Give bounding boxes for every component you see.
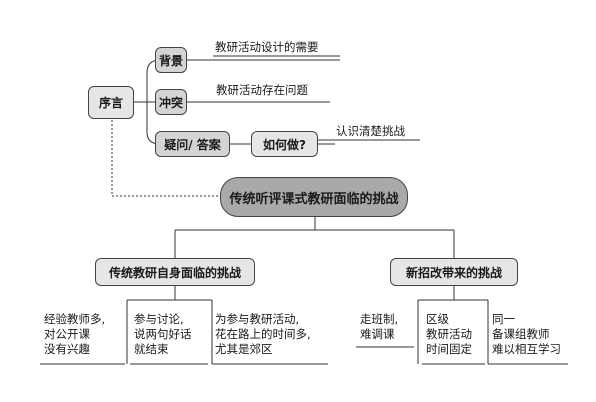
right-item-3-line: 备课组教师	[492, 327, 550, 341]
left-item-3-line: 花在路上的时间多,	[215, 327, 311, 341]
right-item-3-line: 难以相互学习	[492, 342, 561, 356]
right-item-2-line: 区级	[426, 312, 449, 326]
how-label: 如何做?	[263, 137, 306, 152]
main-challenge-label: 传统听评课式教研面临的挑战	[229, 191, 399, 207]
root-node: 序言	[88, 86, 134, 119]
left-item-1-line: 对公开课	[44, 327, 90, 341]
background-label: 背景	[158, 53, 183, 68]
left-item-1-line: 经验教师多,	[44, 312, 106, 326]
conflict-node: 冲突	[155, 89, 187, 115]
left-item-3: 为参与教研活动, 花在路上的时间多, 尤其是郊区	[215, 312, 311, 357]
left-item-2: 参与讨论, 说两句好话 就结束	[134, 312, 192, 357]
right-group-label: 新招改带来的挑战	[405, 265, 502, 280]
question-label: 疑问/ 答案	[164, 137, 221, 152]
left-group-node: 传统教研自身面临的挑战	[95, 258, 255, 286]
right-item-2-line: 教研活动	[426, 327, 472, 341]
right-item-1-line: 难调课	[360, 327, 395, 341]
background-note: 教研活动设计的需要	[215, 40, 319, 54]
right-item-3-line: 同一	[492, 312, 515, 326]
how-node: 如何做?	[251, 131, 318, 157]
right-group-node: 新招改带来的挑战	[390, 258, 518, 286]
left-item-2-line: 就结束	[134, 342, 169, 356]
left-item-2-line: 说两句好话	[134, 327, 192, 341]
left-item-2-line: 参与讨论,	[134, 312, 184, 326]
left-item-1-line: 没有兴趣	[44, 342, 90, 356]
left-item-3-line: 尤其是郊区	[215, 342, 273, 356]
dotted-link	[111, 120, 220, 197]
right-item-1-line: 走班制,	[360, 312, 399, 326]
right-item-1: 走班制, 难调课	[360, 312, 398, 342]
right-item-2-line: 时间固定	[426, 342, 472, 356]
root-label: 序言	[98, 96, 123, 110]
left-group-label: 传统教研自身面临的挑战	[108, 265, 241, 280]
right-item-2: 区级 教研活动 时间固定	[426, 312, 472, 357]
question-node: 疑问/ 答案	[155, 131, 230, 157]
background-node: 背景	[155, 47, 187, 73]
right-item-3: 同一 备课组教师 难以相互学习	[492, 312, 561, 357]
conflict-note: 教研活动存在问题	[216, 83, 308, 97]
main-challenge-node: 传统听评课式教研面临的挑战	[220, 177, 408, 217]
left-item-3-line: 为参与教研活动,	[215, 312, 300, 326]
conflict-label: 冲突	[158, 95, 183, 110]
question-note: 认识清楚挑战	[336, 124, 405, 138]
left-item-1: 经验教师多, 对公开课 没有兴趣	[44, 312, 105, 357]
